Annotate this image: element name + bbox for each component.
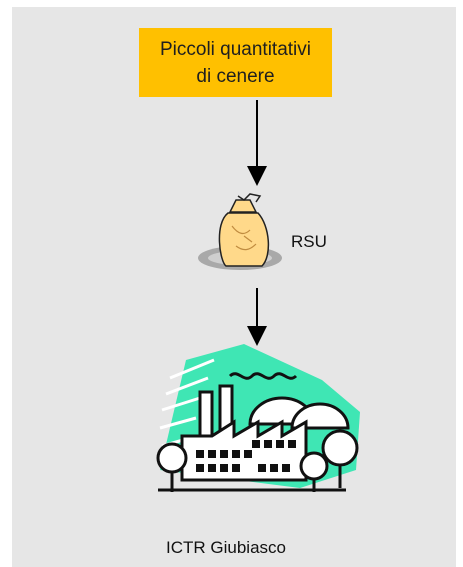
source-line-1: Piccoli quantitativi [159,38,312,60]
plant-label: ICTR Giubiasco [166,538,286,557]
rsu-label: RSU [291,232,327,251]
source-box: Piccoli quantitativi di cenere [139,28,332,97]
source-line-2: di cenere [196,65,275,87]
factory-icon [156,344,360,492]
garbage-bag-icon [198,193,282,270]
